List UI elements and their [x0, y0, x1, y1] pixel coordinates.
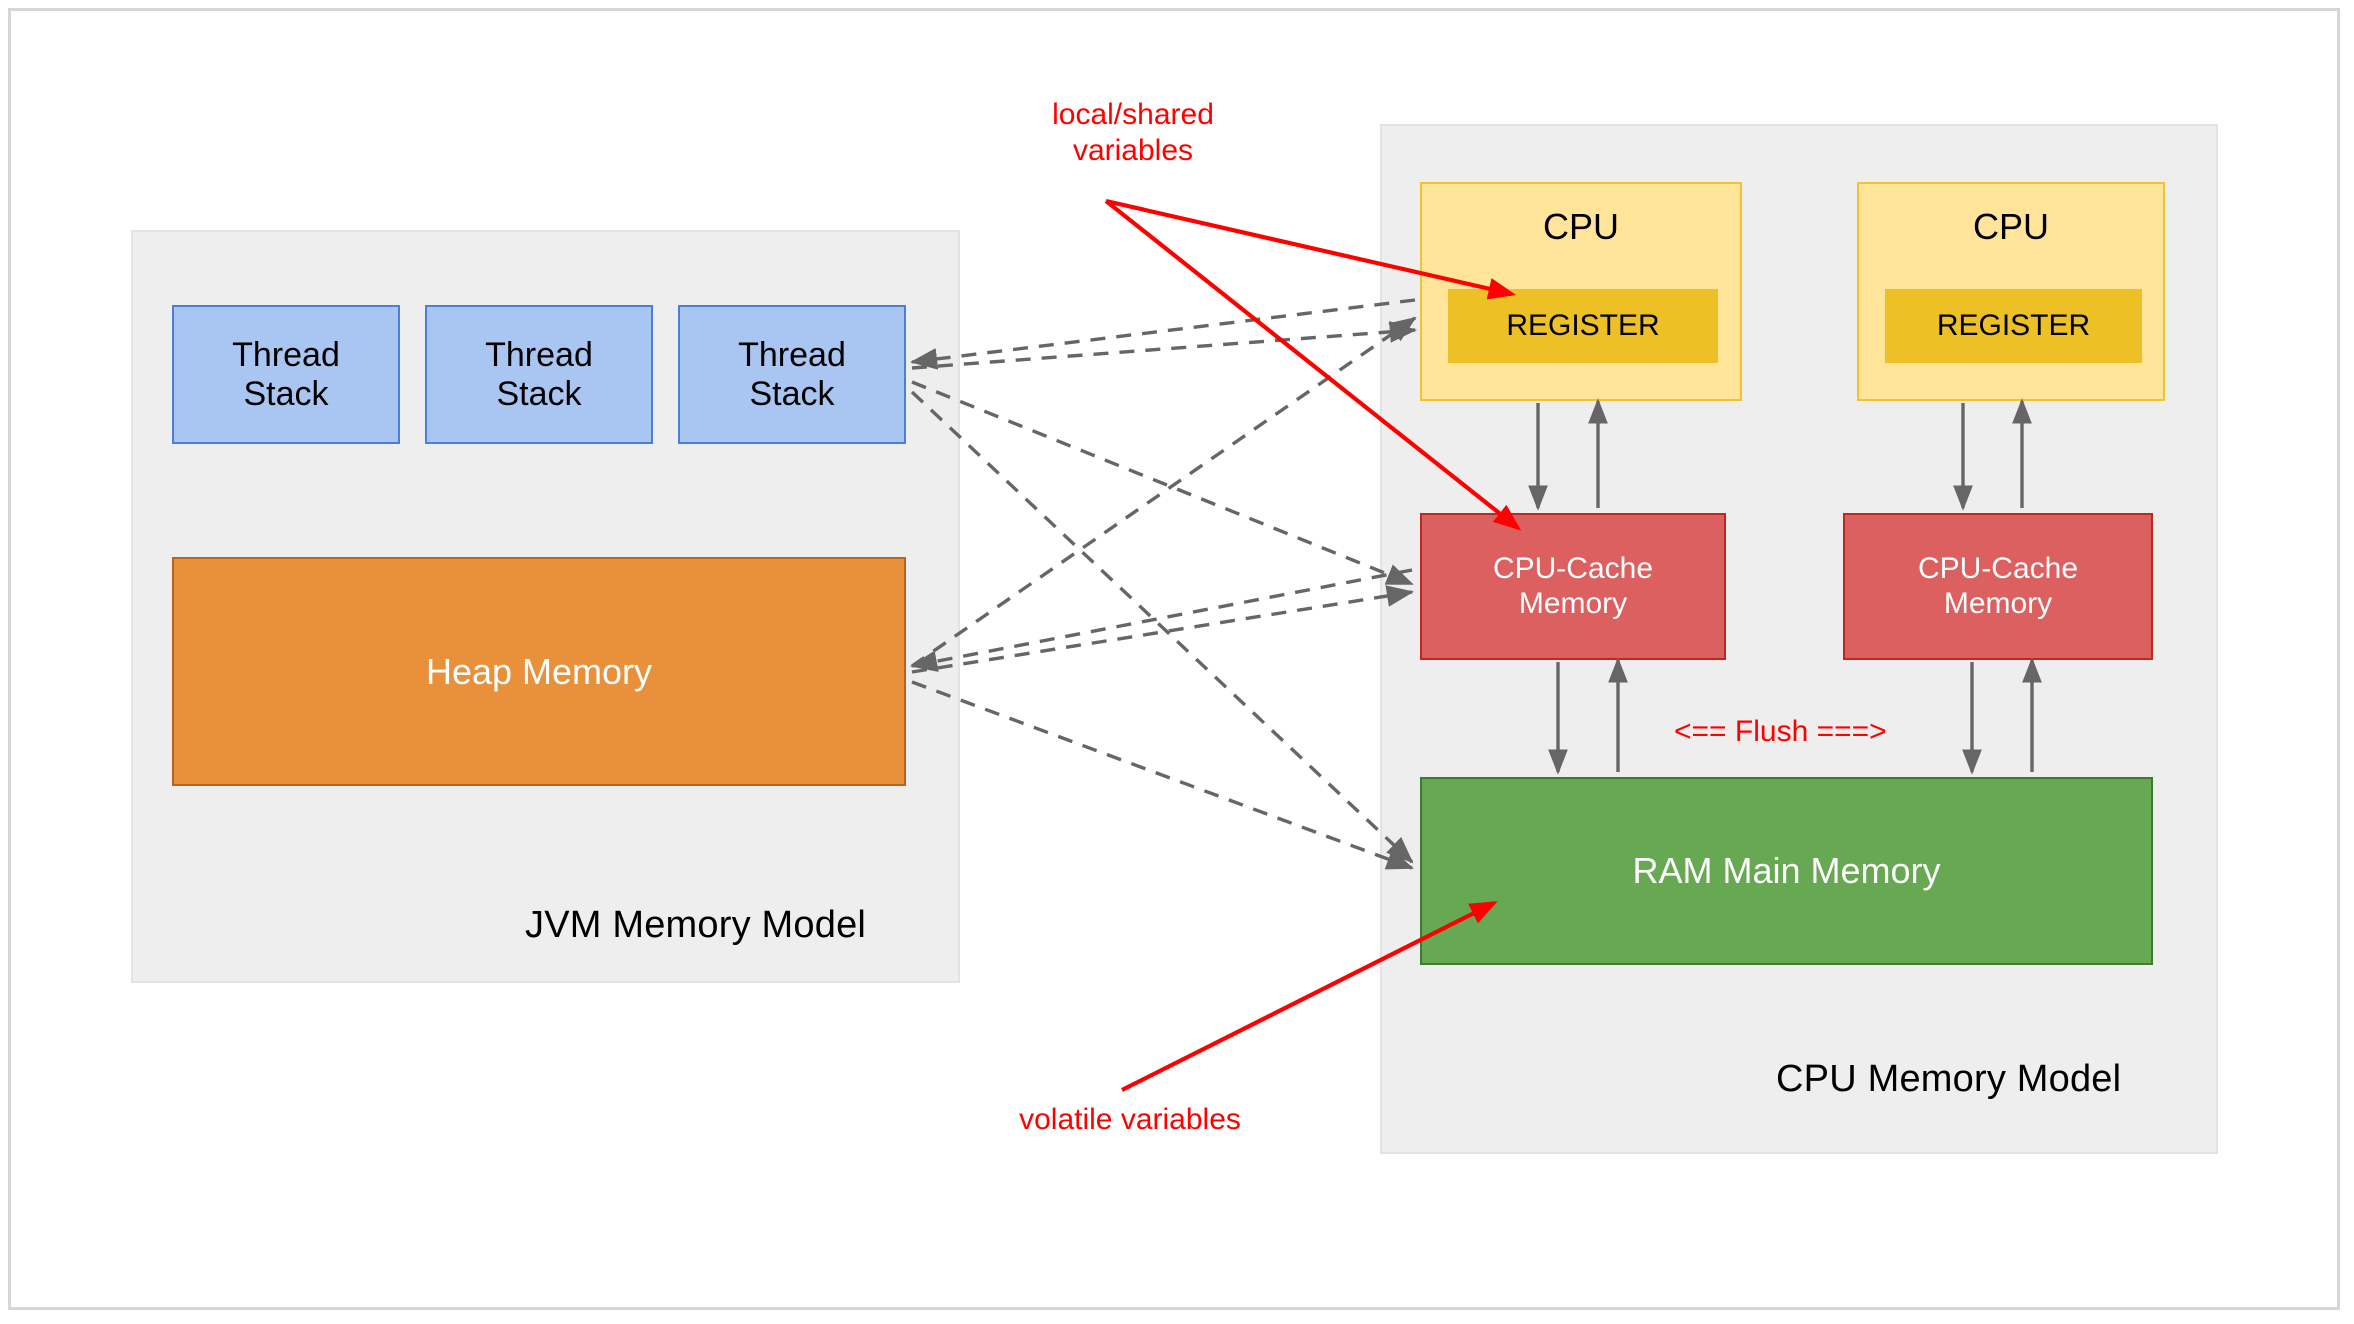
register-box-1[interactable]: REGISTER — [1448, 289, 1718, 363]
volatile-variables-label: volatile variables — [1019, 1103, 1241, 1136]
cpu-box-1[interactable]: CPU REGISTER — [1420, 182, 1742, 401]
register-box-2[interactable]: REGISTER — [1885, 289, 2142, 363]
heap-memory-box[interactable]: Heap Memory — [172, 557, 906, 786]
cpu-panel-title: CPU Memory Model — [1776, 1058, 2122, 1100]
cpu-cache-box-2[interactable]: CPU-Cache Memory — [1843, 513, 2153, 660]
flush-label: <== Flush ===> — [1674, 715, 1887, 748]
thread-stack-box-1[interactable]: Thread Stack — [172, 305, 400, 444]
thread-stack-box-3[interactable]: Thread Stack — [678, 305, 906, 444]
local-shared-variables-label: local/shared variables — [1052, 98, 1214, 167]
ram-main-memory-box[interactable]: RAM Main Memory — [1420, 777, 2153, 965]
thread-stack-box-2[interactable]: Thread Stack — [425, 305, 653, 444]
cpu-label-2: CPU — [1972, 206, 2049, 247]
cpu-box-2[interactable]: CPU REGISTER — [1857, 182, 2165, 401]
cpu-cache-box-1[interactable]: CPU-Cache Memory — [1420, 513, 1726, 660]
cpu-label-1: CPU — [1542, 206, 1619, 247]
jvm-panel-title: JVM Memory Model — [525, 904, 867, 946]
